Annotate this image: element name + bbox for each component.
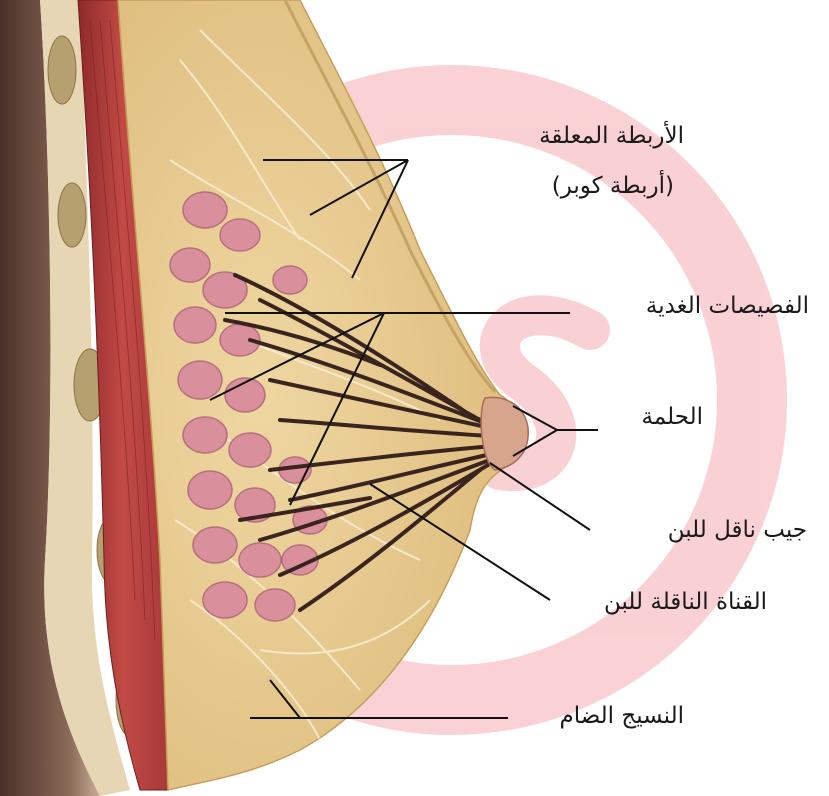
label-milk-duct: القناة الناقلة للبن [604, 588, 767, 616]
label-cooper-ligaments: (أربطة كوبر) [552, 172, 674, 200]
label-milk-sinus: جيب ناقل للبن [668, 516, 807, 544]
label-suspensory-ligaments: الأربطة المعلقة [539, 122, 684, 150]
label-lobules: الفصيصات الغدية [646, 292, 809, 320]
label-nipple: الحلمة [642, 403, 704, 431]
label-adipose-tissue: النسيج الضام [559, 702, 684, 730]
